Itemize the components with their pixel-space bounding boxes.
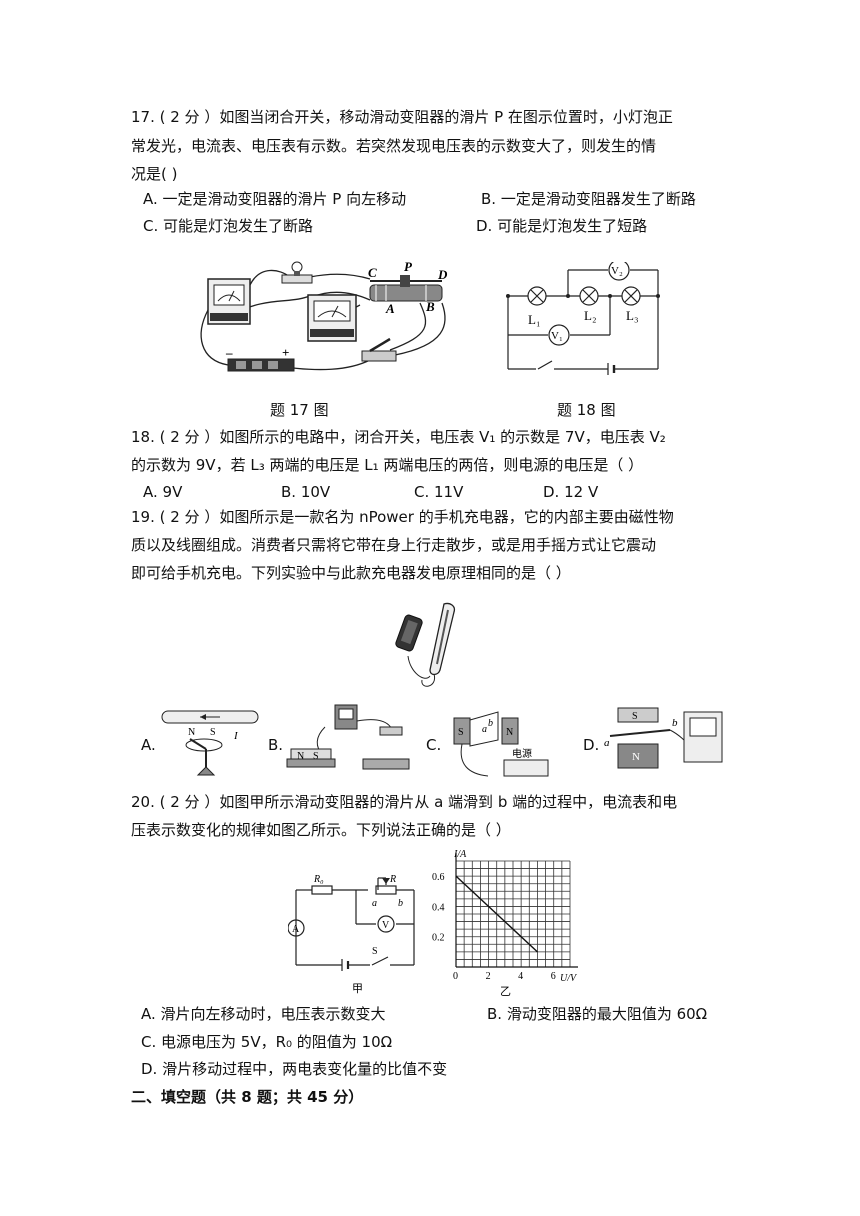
c-label-s: S: [458, 727, 464, 738]
q18-line-2: 的示数为 9V，若 L₃ 两端的电压是 L₁ 两端电压的两倍，则电源的电压是（ …: [131, 456, 644, 474]
ammeter-device: [207, 278, 251, 325]
q17-caption: 题 17 图: [270, 401, 329, 419]
label-a: A: [385, 301, 395, 316]
q19-option-d-label: D.: [583, 736, 600, 754]
y-tick-label: 0.2: [432, 933, 445, 944]
label-r0: R₀: [313, 874, 324, 885]
q18-option-a: A. 9V: [143, 483, 183, 501]
q19-line-1: 19. ( 2 分 ）如图所示是一款名为 nPower 的手机充电器，它的内部主…: [131, 508, 674, 526]
q19-option-b-image: N S: [286, 704, 410, 770]
label-b: B: [425, 299, 435, 314]
b-label-s: S: [313, 751, 319, 762]
q18-option-c: C. 11V: [414, 483, 464, 501]
q19-option-d-image: S N a b: [604, 707, 723, 769]
x-tick-label: 2: [486, 971, 491, 982]
q17-line-1: 17. ( 2 分 ）如图当闭合开关，移动滑动变阻器的滑片 P 在图示位置时，小…: [131, 108, 673, 126]
x-tick-label: 4: [518, 971, 523, 982]
q19-line-2: 质以及线圈组成。消费者只需将它带在身上行走散步，或是用手摇方式让它震动: [131, 536, 657, 554]
voltmeter-device: [307, 294, 357, 342]
y-tick-label: 0.4: [432, 902, 445, 913]
q19-option-a-label: A.: [141, 736, 156, 754]
series-line: [455, 875, 538, 953]
d-label-a: a: [604, 737, 610, 749]
chart-ylabel: I/A: [453, 849, 467, 860]
d-label-n: N: [632, 751, 640, 763]
q18-line-1: 18. ( 2 分 ）如图所示的电路中，闭合开关，电压表 V₁ 的示数是 7V，…: [131, 428, 666, 446]
c-label-a: a: [482, 724, 487, 735]
y-tick-label: 0.6: [432, 872, 445, 883]
q17-circuit-figure: C P D A B – +: [200, 259, 448, 372]
label-d: D: [437, 267, 448, 282]
label-a: a: [372, 898, 377, 909]
q17-option-b: B. 一定是滑动变阻器发生了断路: [481, 190, 696, 208]
label-r: R: [389, 874, 396, 885]
label-b: b: [398, 898, 403, 909]
q20-line-1: 20. ( 2 分 ）如图甲所示滑动变阻器的滑片从 a 端滑到 b 端的过程中，…: [131, 793, 678, 811]
q19-option-c-image: S N a b 电源: [453, 711, 549, 777]
q18-option-d: D. 12 V: [543, 483, 599, 501]
bulb-device: [281, 261, 313, 284]
q19-option-b-label: B.: [268, 736, 284, 754]
x-tick-label: 6: [551, 971, 556, 982]
d-label-s: S: [632, 711, 638, 722]
chart-series: [455, 875, 538, 953]
label-p: P: [404, 259, 413, 274]
battery-device: [227, 358, 295, 372]
npower-charger-figure: [395, 602, 456, 687]
a-label-i: I: [233, 730, 239, 742]
label-c: C: [368, 265, 377, 280]
q18-circuit-figure: V₂ V₁ L₁ L₂ L₃: [506, 262, 660, 375]
q20-option-c: C. 电源电压为 5V，R₀ 的阻值为 10Ω: [141, 1033, 393, 1051]
c-label-b: b: [488, 718, 493, 729]
q17-line-3: 况是( ): [131, 165, 178, 183]
label-l1: L₁: [528, 312, 540, 327]
q20-option-d: D. 滑片移动过程中，两电表变化量的比值不变: [141, 1060, 448, 1078]
iv-graph-chart: 0 2 4 6 0.2 0.4 0.6 I/A U/V 乙: [432, 849, 578, 997]
q20-option-b: B. 滑动变阻器的最大阻值为 60Ω: [487, 1005, 708, 1023]
chart-axes: [455, 853, 578, 968]
label-v1: V₁: [551, 330, 563, 342]
chart-ticks: 0 2 4 6 0.2 0.4 0.6: [432, 872, 556, 982]
section-heading: 二、填空题（共 8 题；共 45 分）: [131, 1088, 364, 1106]
rheostat-device: [369, 275, 443, 302]
c-label-n: N: [506, 727, 513, 738]
label-jia: 甲: [352, 983, 363, 995]
label-minus: –: [225, 345, 233, 360]
q17-line-2: 常发光，电流表、电压表有示数。若突然发现电压表的示数变大了，则发生的情: [131, 137, 657, 155]
d-label-b: b: [672, 717, 678, 729]
label-l3: L₃: [626, 308, 638, 323]
q18-caption: 题 18 图: [557, 401, 616, 419]
a-label-n: N: [188, 727, 195, 738]
q20-circuit-figure: R₀ R a b A V S 甲: [288, 874, 415, 995]
label-ammeter: A: [292, 924, 300, 935]
q17-option-d: D. 可能是灯泡发生了短路: [476, 217, 648, 235]
q19-option-c-label: C.: [426, 736, 442, 754]
b-label-n: N: [297, 751, 304, 762]
x-tick-label: 0: [453, 971, 458, 982]
switch-device: [361, 337, 397, 362]
a-label-s: S: [210, 727, 216, 738]
label-yi: 乙: [500, 985, 511, 997]
label-plus: +: [282, 345, 289, 360]
label-v2: V₂: [611, 265, 623, 277]
q20-option-a: A. 滑片向左移动时，电压表示数变大: [141, 1005, 386, 1023]
q17-option-c: C. 可能是灯泡发生了断路: [143, 217, 314, 235]
q18-option-b: B. 10V: [281, 483, 331, 501]
c-label-power: 电源: [512, 747, 532, 760]
label-l2: L₂: [584, 308, 596, 323]
chart-grid: [456, 860, 571, 967]
q20-line-2: 压表示数变化的规律如图乙所示。下列说法正确的是（ ）: [131, 821, 511, 839]
q17-option-a: A. 一定是滑动变阻器的滑片 P 向左移动: [143, 190, 407, 208]
label-switch: S: [372, 946, 378, 957]
q19-line-3: 即可给手机充电。下列实验中与此款充电器发电原理相同的是（ ）: [131, 564, 571, 582]
label-voltmeter: V: [382, 920, 390, 931]
chart-xlabel: U/V: [560, 973, 578, 984]
q19-option-a-image: N S I: [161, 710, 259, 776]
